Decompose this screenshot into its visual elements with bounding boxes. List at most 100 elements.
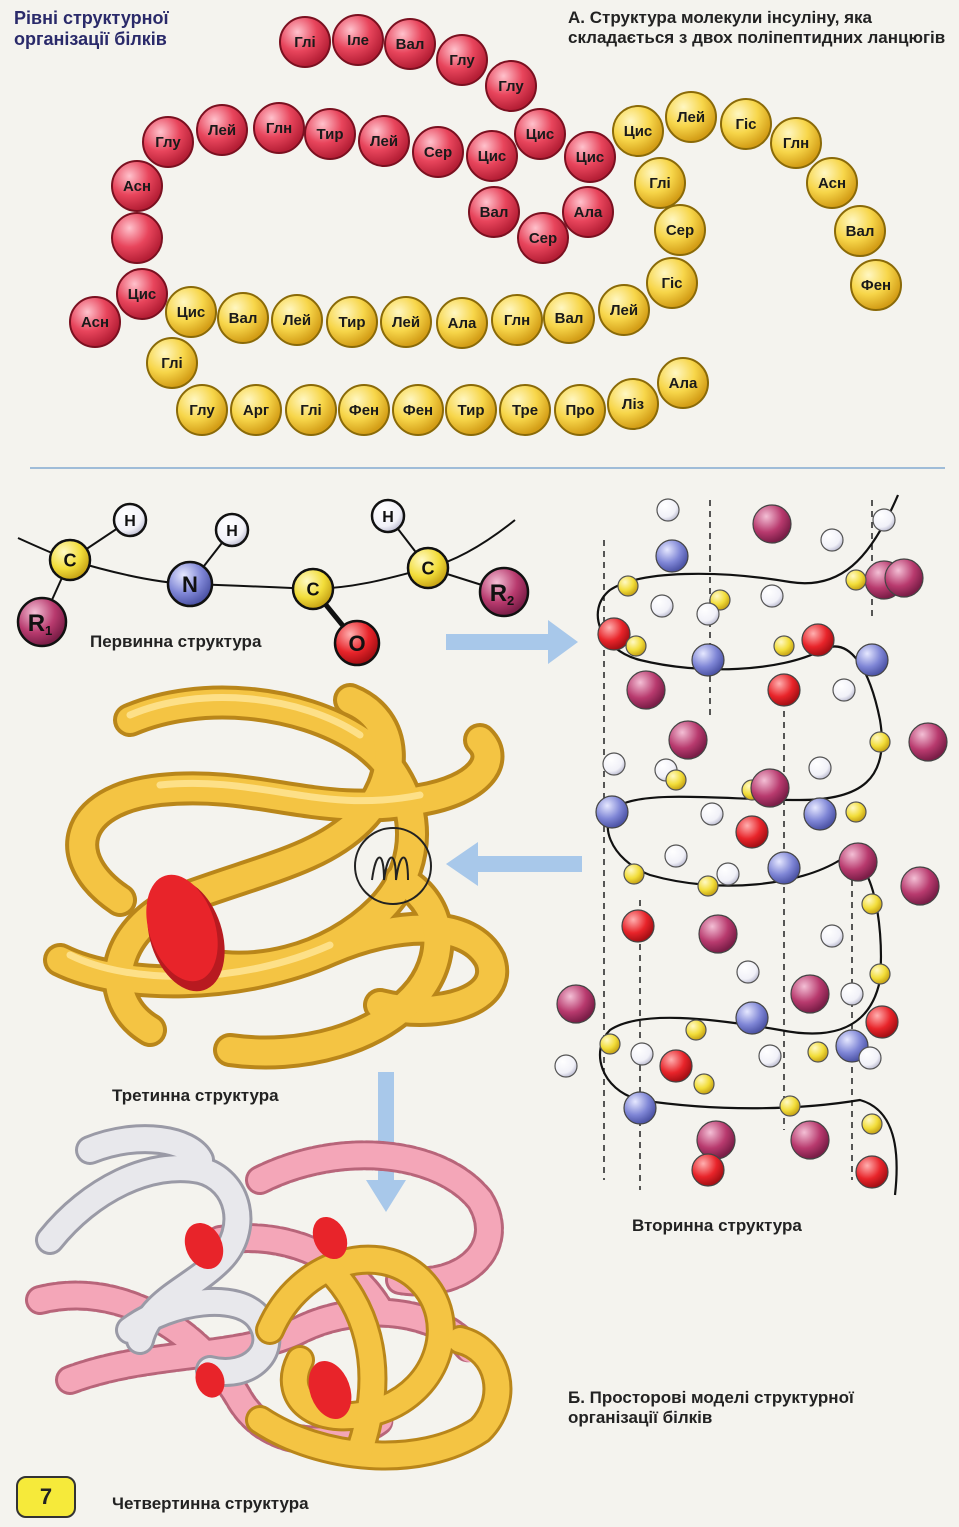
chain-a-bead-label: Глі [294,34,315,51]
chain-a-bead: Цис [116,268,168,320]
insulin-structure-title: А. Структура молекули інсуліну, яка скла… [568,8,946,47]
hydrogen-atom [736,960,760,984]
oxygen-atom [855,1155,889,1189]
carbon-atom [869,731,891,753]
hydrogen-atom [858,1046,882,1070]
chain-b-bead-label: Про [565,402,594,419]
chain-b-bead-label: Глн [783,135,809,152]
carbon-atom: C [48,538,92,582]
chain-b-bead-label: Сер [666,222,694,239]
chain-b-bead: Ала [436,297,488,349]
carbon-atom [845,801,867,823]
carbon-atom [623,863,645,885]
nitrogen-atom [735,1001,769,1035]
r-group [698,914,738,954]
carbon-atom [807,1041,829,1063]
chain-a-bead: Глу [485,60,537,112]
atom-label: C [307,579,320,599]
hydrogen-atom [820,528,844,552]
oxygen-atom [735,815,769,849]
chain-b-bead: Фен [392,384,444,436]
spatial-models-title: Б. Просторові моделі структурної організ… [568,1388,854,1427]
chain-b-bead: Гіс [646,257,698,309]
chain-a-bead: Глі [279,16,331,68]
carbon-atom [861,1113,883,1135]
chain-b-bead: Глн [770,117,822,169]
r-group [790,974,830,1014]
atom-label: C [64,550,77,570]
atom-label: N [182,572,198,597]
chain-b-bead-label: Фен [349,402,379,419]
carbon-atom [779,1095,801,1117]
chain-b-bead-label: Ала [669,375,698,392]
chain-a-bead [111,212,163,264]
hydrogen-atom [840,982,864,1006]
carbon-atom [845,569,867,591]
chain-a-bead-label: Асн [123,178,151,195]
chain-b-bead: Про [554,384,606,436]
carbon-atom: C [291,567,335,611]
chain-b-bead: Глу [176,384,228,436]
chain-a-bead: Лей [196,104,248,156]
chain-b-bead-label: Ала [448,315,477,332]
hydrogen-atom [832,678,856,702]
oxygen-atom [659,1049,693,1083]
chain-b-bead: Фен [850,259,902,311]
chain-b-bead-label: Тре [512,402,538,419]
chain-a-bead-label: Лей [370,133,398,150]
chain-b-bead: Лей [380,296,432,348]
chain-a-bead: Лей [358,115,410,167]
chain-b-bead: Глі [146,337,198,389]
hydrogen-atom [656,498,680,522]
chain-a-bead-label: Вал [480,204,509,221]
r-group [626,670,666,710]
chain-b-bead-label: Гіс [661,275,682,292]
nitrogen-atom [595,795,629,829]
chain-a-bead-label: Тир [317,126,344,143]
chain-b-bead-label: Глн [504,312,530,329]
chain-b-bead: Тир [445,384,497,436]
chain-b-bead: Ала [657,357,709,409]
hydrogen-atom [696,602,720,626]
chain-b-bead: Цис [165,286,217,338]
nitrogen-atom: N [166,560,214,608]
chain-a-bead-label: Ала [574,204,603,221]
chain-b-bead: Асн [806,157,858,209]
atom-label: O [348,631,365,656]
chain-a-bead-label: Сер [424,144,452,161]
chain-b-bead: Лей [598,284,650,336]
carbon-atom [665,769,687,791]
nitrogen-atom [691,643,725,677]
chain-b-bead: Цис [612,105,664,157]
carbon-atom: C [406,546,450,590]
chain-b-bead-label: Лей [283,312,311,329]
hydrogen-atom: H [112,502,148,538]
hydrogen-atom [760,584,784,608]
nitrogen-atom [855,643,889,677]
chain-a-bead-label: Глу [498,78,524,95]
chain-b-bead: Гіс [720,98,772,150]
r2-group: R2 [478,566,530,618]
chain-b-bead: Глі [634,157,686,209]
hydrogen-atom [758,1044,782,1068]
chain-b-bead-label: Тир [339,314,366,331]
chain-b-bead-label: Фен [861,277,891,294]
chain-b-bead: Вал [217,292,269,344]
r1-group: R1 [16,596,68,648]
oxygen-atom [801,623,835,657]
arrow-to-tertiary [446,842,582,886]
arrow-to-secondary [446,620,578,664]
chain-b-bead: Тре [499,384,551,436]
atom-label: H [226,523,238,540]
r-group [556,984,596,1024]
chain-a-bead-label: Глу [449,52,475,69]
chain-b-bead-label: Глі [161,355,182,372]
oxygen-atom [767,673,801,707]
chain-b-bead-label: Цис [624,123,653,140]
chain-b-bead: Глн [491,294,543,346]
chain-a-bead: Асн [111,160,163,212]
chain-a-bead: Сер [517,212,569,264]
chain-b-bead: Ліз [607,378,659,430]
atom-label: H [124,513,136,530]
